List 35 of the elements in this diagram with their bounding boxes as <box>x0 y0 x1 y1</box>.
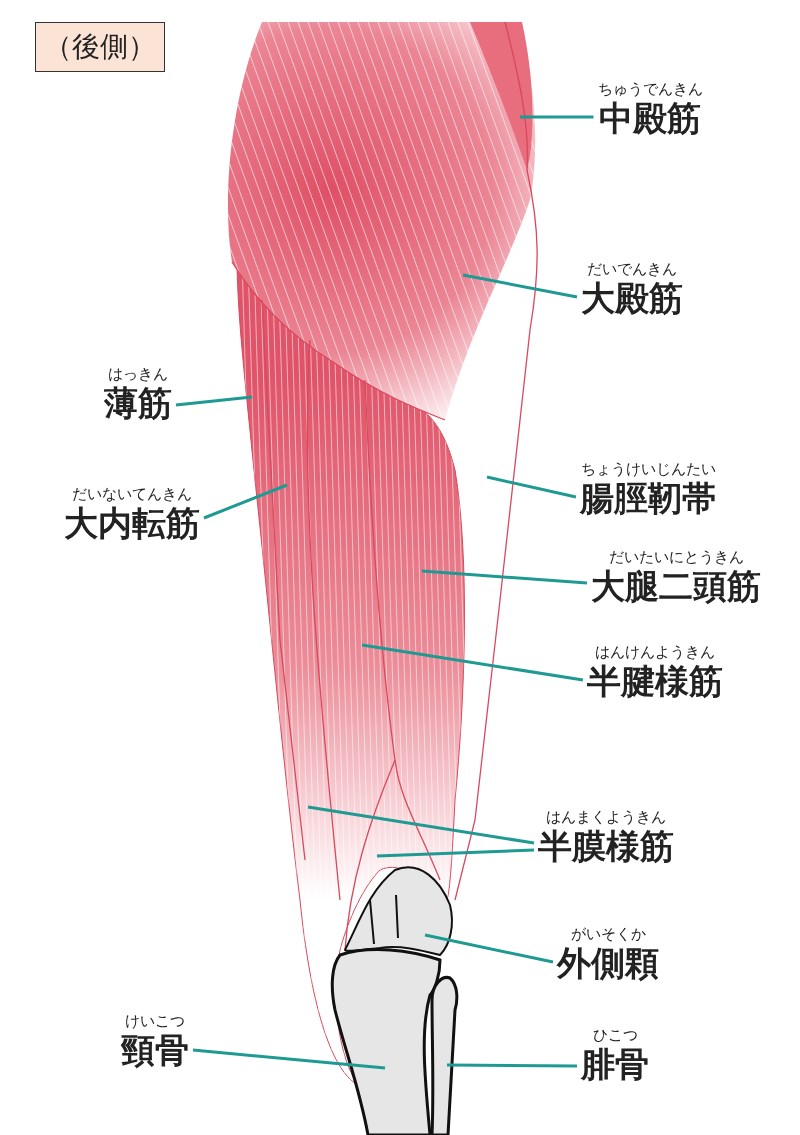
furigana-reading: はっきん <box>108 365 168 383</box>
leader-line <box>192 1048 386 1070</box>
part-label: 大腿二頭筋 <box>591 566 761 606</box>
part-label: 中殿筋 <box>599 98 701 138</box>
part-label: 大殿筋 <box>581 278 683 318</box>
furigana-reading: ちゅうでんきん <box>597 80 703 98</box>
part-label: 薄筋 <box>104 383 172 423</box>
furigana-reading: ちょうけいじんたい <box>580 460 716 478</box>
part-label: 腓骨 <box>581 1044 649 1084</box>
furigana-reading: だいないてんきん <box>72 485 192 503</box>
leader-line <box>203 483 288 520</box>
furigana-reading: はんけんようきん <box>595 643 715 661</box>
furigana-reading: けいこつ <box>125 1012 185 1030</box>
view-heading: （後側） <box>35 22 165 72</box>
leader-line <box>361 643 584 682</box>
furigana-reading: はんまくようきん <box>546 808 666 826</box>
furigana-reading: だいでんきん <box>587 260 677 278</box>
part-label: 半膜様筋 <box>538 826 674 866</box>
leader-line <box>424 933 554 964</box>
furigana-reading: だいたいにとうきん <box>608 548 744 566</box>
leader-line <box>421 569 588 585</box>
leader-line <box>376 848 535 858</box>
part-label: 外側顆 <box>557 943 659 983</box>
furigana-reading: がいそくか <box>570 925 646 943</box>
part-label: 頸骨 <box>121 1030 189 1070</box>
leader-line <box>486 475 577 499</box>
furigana-reading: ひこつ <box>592 1026 638 1044</box>
leader-line <box>520 115 594 119</box>
leader-line <box>462 273 578 299</box>
leader-line <box>175 395 253 407</box>
leader-line <box>307 805 535 845</box>
part-label: 腸脛靭帯 <box>580 478 716 518</box>
part-label: 大内転筋 <box>64 503 200 543</box>
part-label: 半腱様筋 <box>587 661 723 701</box>
leader-line <box>447 1063 577 1068</box>
